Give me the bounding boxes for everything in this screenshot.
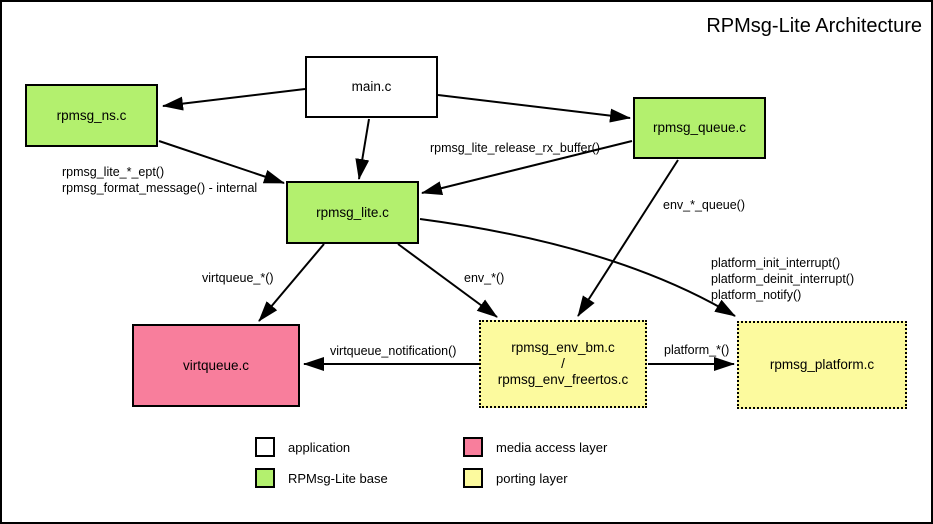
legend-swatch-porting-layer — [463, 468, 483, 488]
legend-label-media-access-layer: media access layer — [496, 439, 608, 455]
edge-label-release-rx-buffer: rpmsg_lite_release_rx_buffer() — [430, 141, 600, 155]
edge-main-to-queue — [437, 94, 631, 123]
diagram-title: RPMsg-Lite Architecture — [706, 15, 922, 37]
node-rpmsg-lite-c-label: rpmsg_lite.c — [316, 204, 389, 220]
node-rpmsg-queue-c-label: rpmsg_queue.c — [652, 120, 747, 135]
edge-lite-to-platform — [419, 218, 736, 317]
node-rpmsg-ns-c-label: rpmsg_ns.c — [56, 107, 127, 123]
legend-item-media-access-layer: media access layer — [463, 437, 607, 457]
legend-swatch-media-access-layer — [463, 437, 483, 457]
legend-label-porting-layer: porting layer — [496, 470, 568, 486]
edge-label-format-message: rpmsg_format_message() - internal — [62, 181, 258, 195]
edge-label-virtqueue-star: virtqueue_*() — [202, 271, 274, 285]
node-main-c: main.c — [305, 56, 438, 118]
legend-swatch-application — [255, 437, 275, 457]
edge-label-env-star: env_*() — [464, 271, 505, 285]
node-rpmsg-env-bm-label: rpmsg_env_bm.c — [511, 340, 615, 355]
edge-label-env-queue: env_*_queue() — [663, 198, 746, 212]
node-rpmsg-env-freertos-label: rpmsg_env_freertos.c — [497, 372, 629, 387]
edge-label-platform-deinit-interrupt: platform_deinit_interrupt() — [711, 272, 855, 286]
node-rpmsg-ns-c: rpmsg_ns.c — [25, 84, 158, 147]
legend-item-application: application — [255, 437, 350, 457]
legend-label-rpmsg-lite-base: RPMsg-Lite base — [288, 470, 388, 486]
edge-label-ept-format: rpmsg_lite_*_ept() rpmsg_format_message(… — [62, 164, 257, 196]
edge-main-to-lite — [355, 118, 370, 180]
legend-item-rpmsg-lite-base: RPMsg-Lite base — [255, 468, 388, 488]
node-rpmsg-queue-c: rpmsg_queue.c — [633, 97, 766, 159]
node-rpmsg-platform-c-label: rpmsg_platform.c — [769, 357, 875, 372]
node-rpmsg-lite-c: rpmsg_lite.c — [286, 181, 419, 244]
legend-label-application: application — [288, 439, 351, 455]
edge-queue-to-env — [577, 159, 679, 317]
edge-main-to-ns — [162, 88, 306, 111]
node-rpmsg-env: rpmsg_env_bm.c / rpmsg_env_freertos.c — [479, 320, 647, 408]
node-virtqueue-c: virtqueue.c — [132, 324, 300, 407]
edge-label-virtqueue-notification: virtqueue_notification() — [330, 344, 457, 358]
node-main-c-label: main.c — [351, 79, 392, 94]
edge-label-platform-notify: platform_notify() — [711, 288, 802, 302]
legend-swatch-rpmsg-lite-base — [255, 468, 275, 488]
edge-label-platform-star: platform_*() — [664, 343, 730, 357]
edge-label-ept: rpmsg_lite_*_ept() — [62, 165, 165, 179]
node-rpmsg-env-slash: / — [561, 356, 565, 371]
edge-label-platform-interrupts: platform_init_interrupt() platform_deini… — [711, 255, 854, 303]
node-virtqueue-c-label: virtqueue.c — [182, 357, 250, 373]
node-rpmsg-platform-c: rpmsg_platform.c — [737, 321, 907, 409]
legend-item-porting-layer: porting layer — [463, 468, 568, 488]
edge-label-platform-init-interrupt: platform_init_interrupt() — [711, 256, 841, 270]
